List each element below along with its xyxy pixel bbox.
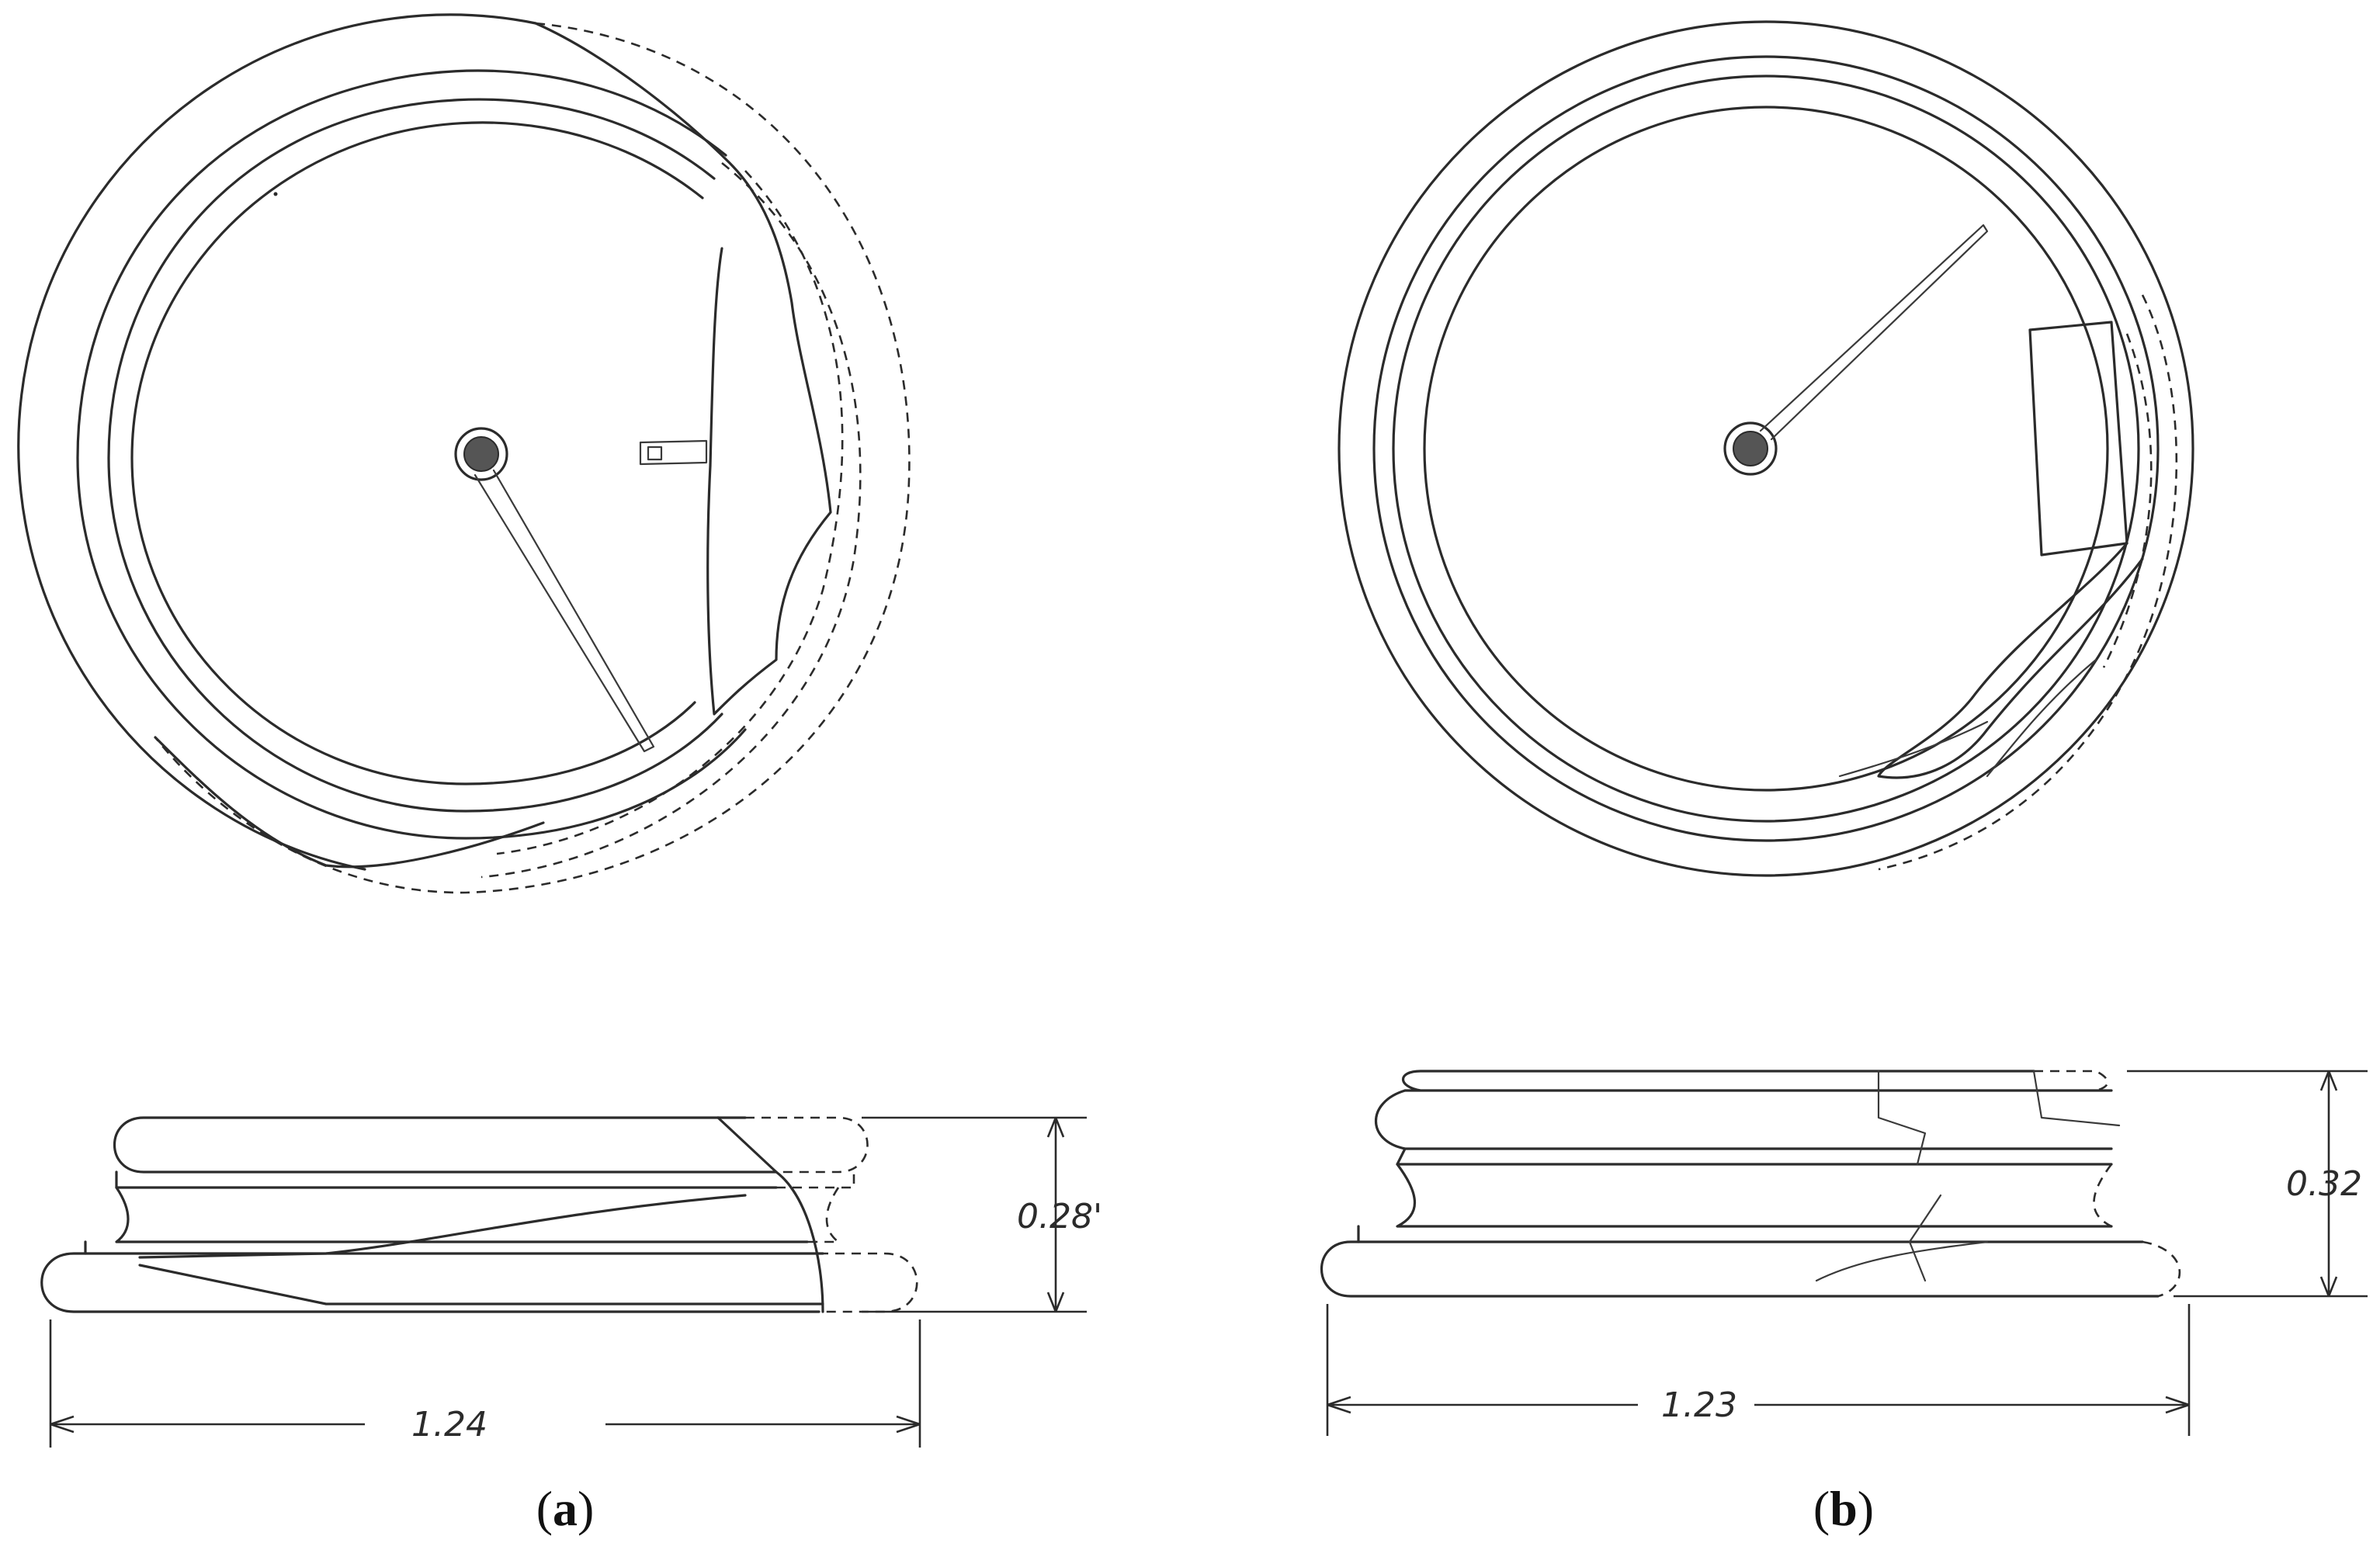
panel-b-base: [1320, 1240, 2160, 1298]
panel-b-pivot-center: [1733, 431, 1768, 466]
panel-a-outer-rim: [17, 13, 537, 871]
panel-a-profile-view: 0.28' 1.24 (a): [40, 1116, 1102, 1536]
panel-a-waist-reconstruction: [807, 1187, 841, 1243]
panel-a-height-dimension: [862, 1116, 1087, 1313]
panel-a-width-label: 1.24: [411, 1405, 487, 1444]
panel-b-break-lines: [1815, 1070, 2121, 1282]
panel-b-ring-2: [1392, 75, 2140, 823]
panel-b-rim-reconstruction: [1878, 294, 2178, 871]
panel-a-small-fitting: [639, 439, 708, 466]
panel-b-pointer-needle: [1759, 224, 1989, 441]
panel-a-ring-2: [107, 98, 723, 813]
panel-a-third-rim-reconstruction: [496, 170, 844, 855]
panel-a-top-molding: [113, 1116, 778, 1174]
panel-a-base-reconstruction: [819, 1252, 918, 1313]
panel-b-ring-3: [1423, 106, 2109, 792]
panel-a-pivot-boss: [454, 427, 508, 481]
panel-b-caption: (b): [1813, 1481, 1874, 1536]
panel-b-fracture-lines: [1838, 658, 2097, 778]
panel-b-profile-view: 0.32 1.23 (b): [1320, 1070, 2368, 1536]
panel-b-plinth-step: [1357, 1225, 2144, 1243]
panel-b-width-dimension: [1326, 1304, 2191, 1436]
panel-b-waist-reconstruction: [2093, 1163, 2113, 1228]
panel-b-top-lip-reconstruction: [2034, 1070, 2109, 1092]
panel-a-second-rim-reconstruction: [481, 161, 862, 879]
panel-b-height-dimension: [2127, 1070, 2368, 1298]
panel-a-plinth-step: [84, 1240, 824, 1255]
panel-b-width-label: 1.23: [1661, 1385, 1737, 1425]
panel-a-plan-view: [17, 13, 911, 894]
panel-b-ring-1: [1372, 55, 2160, 842]
panel-b-inlay: [2028, 321, 2128, 557]
panel-a-pointer-needle: [474, 469, 655, 753]
panel-a-caption: (a): [536, 1481, 595, 1536]
panel-a-ring-3: [130, 121, 704, 785]
panel-a-pivot-center: [463, 436, 499, 472]
panel-b-rim-reconstruction-2: [2102, 333, 2153, 668]
panel-b-height-label: 0.32: [2286, 1164, 2362, 1204]
panel-a-top-molding-reconstruction: [745, 1116, 869, 1174]
panel-a-width-dimension: [49, 1319, 921, 1448]
panel-b-waist: [1396, 1163, 2113, 1228]
panel-a-height-label: 0.28': [1017, 1197, 1102, 1236]
panel-b-top-lip: [1402, 1070, 2113, 1092]
panel-b-outer-rim: [1337, 20, 2194, 877]
panel-a-base: [40, 1252, 821, 1313]
panel-a-lower-fracture: [154, 736, 545, 869]
panel-b-base-reconstruction: [2142, 1240, 2181, 1298]
panel-a-ring-1: [76, 69, 747, 840]
panel-b-pivot-boss: [1723, 421, 1778, 476]
panel-a-waist: [115, 1186, 809, 1243]
panel-b-upper-torus: [1375, 1089, 2113, 1150]
panel-a-dot: [273, 192, 278, 196]
panel-a-band: [115, 1170, 778, 1189]
panel-b-fracture: [1877, 542, 2144, 779]
panel-b-plan-view: [1337, 20, 2194, 877]
panel-a-outer-rim-reconstruction: [154, 22, 911, 894]
panel-b-band: [1396, 1147, 2113, 1166]
panel-a-fracture-edge: [534, 22, 832, 716]
panel-a-break-line: [138, 1116, 824, 1313]
panel-a-band-reconstruction: [776, 1172, 855, 1189]
